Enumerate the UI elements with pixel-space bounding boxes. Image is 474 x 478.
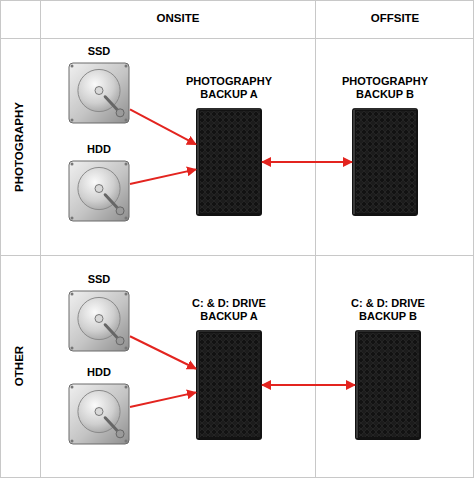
disk-hub <box>95 87 103 95</box>
drive-texture <box>200 333 260 437</box>
disk-screw <box>125 217 128 220</box>
node-label: SSD <box>47 45 151 59</box>
drive-edge <box>353 110 355 214</box>
backup-arrow <box>130 109 196 144</box>
node-label: PHOTOGRAPHY BACKUP B <box>333 75 437 103</box>
drive-texture <box>359 333 419 437</box>
disk-hub <box>95 185 103 193</box>
drive-body <box>196 108 262 216</box>
sync-arrow <box>262 384 355 386</box>
disk-screw <box>71 347 74 350</box>
disk-case <box>69 63 129 123</box>
node-label: C: & D: DRIVE BACKUP B <box>336 297 440 325</box>
row-header: PHOTOGRAPHY <box>13 102 27 192</box>
backup-arrow <box>130 169 196 184</box>
disk-illustration <box>68 62 130 124</box>
disk-screw <box>125 119 128 122</box>
disk-screw <box>125 163 128 166</box>
backup-drive: PHOTOGRAPHY BACKUP B <box>352 108 418 216</box>
drive-edge <box>197 110 199 214</box>
drive-body <box>196 330 262 440</box>
disk-screw <box>71 119 74 122</box>
disk-screw <box>71 440 74 443</box>
disk-drive: SSD <box>68 290 130 352</box>
drive-illustration <box>355 330 421 440</box>
drive-illustration <box>352 108 418 216</box>
grid-line <box>0 255 474 256</box>
node-caption: PHOTOGRAPHY BACKUP A <box>177 75 281 103</box>
grid-line <box>0 38 474 39</box>
drive-edge <box>197 332 199 438</box>
disk-screw <box>71 65 74 68</box>
backup-drive: C: & D: DRIVE BACKUP B <box>355 330 421 440</box>
node-caption: C: & D: DRIVE BACKUP A <box>177 297 281 325</box>
disk-arm-pivot <box>116 109 124 117</box>
disk-screw <box>125 293 128 296</box>
drive-edge <box>354 109 416 110</box>
disk-case <box>69 161 129 221</box>
drive-illustration <box>196 108 262 216</box>
backup-arrow <box>130 336 196 368</box>
disk-drive: HDD <box>68 160 130 222</box>
disk-screw <box>125 347 128 350</box>
row-header: OTHER <box>13 346 27 386</box>
sync-arrow <box>262 161 352 163</box>
disk-screw <box>71 163 74 166</box>
disk-screw <box>71 386 74 389</box>
disk-case <box>69 384 129 444</box>
disk-screw <box>71 217 74 220</box>
disk-hub <box>95 408 103 416</box>
drive-edge <box>198 109 260 110</box>
disk-illustration <box>68 290 130 352</box>
drive-edge <box>357 331 419 332</box>
node-caption: SSD <box>47 273 151 287</box>
node-caption: C: & D: DRIVE BACKUP B <box>336 297 440 325</box>
drive-edge <box>198 331 260 332</box>
node-label: HDD <box>47 143 151 157</box>
drive-body <box>355 330 421 440</box>
node-label: HDD <box>47 366 151 380</box>
node-caption: HDD <box>47 143 151 157</box>
disk-arm-pivot <box>116 430 124 438</box>
grid-line <box>40 0 41 478</box>
node-label: C: & D: DRIVE BACKUP A <box>177 297 281 325</box>
grid-line <box>315 0 316 478</box>
column-header: ONSITE <box>157 12 200 26</box>
disk-arm-pivot <box>116 337 124 345</box>
drive-texture <box>356 111 416 213</box>
disk-illustration <box>68 383 130 445</box>
disk-arm-pivot <box>116 207 124 215</box>
disk-drive: HDD <box>68 383 130 445</box>
node-caption: PHOTOGRAPHY BACKUP B <box>333 75 437 103</box>
drive-body <box>352 108 418 216</box>
disk-drive: SSD <box>68 62 130 124</box>
drive-texture <box>200 111 260 213</box>
disk-screw <box>125 440 128 443</box>
node-label: PHOTOGRAPHY BACKUP A <box>177 75 281 103</box>
disk-illustration <box>68 160 130 222</box>
drive-illustration <box>196 330 262 440</box>
node-caption: SSD <box>47 45 151 59</box>
backup-drive: PHOTOGRAPHY BACKUP A <box>196 108 262 216</box>
disk-screw <box>125 386 128 389</box>
backup-arrow <box>130 392 196 407</box>
disk-screw <box>71 293 74 296</box>
disk-case <box>69 291 129 351</box>
node-caption: HDD <box>47 366 151 380</box>
disk-hub <box>95 315 103 323</box>
column-header: OFFSITE <box>371 12 420 26</box>
disk-screw <box>125 65 128 68</box>
drive-edge <box>356 332 358 438</box>
node-label: SSD <box>47 273 151 287</box>
backup-drive: C: & D: DRIVE BACKUP A <box>196 330 262 440</box>
